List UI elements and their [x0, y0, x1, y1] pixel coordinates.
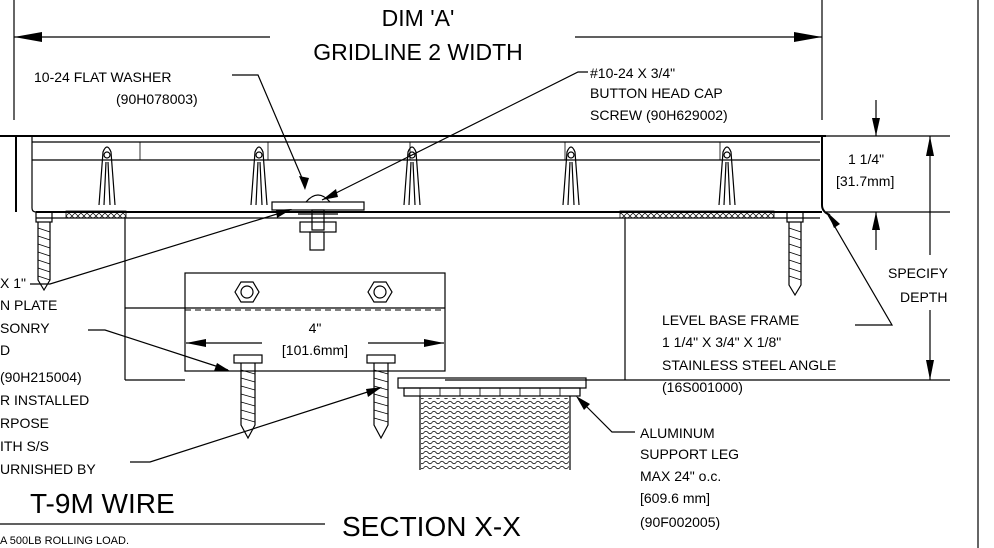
- lower-anchor-right: [366, 354, 396, 440]
- height-dimension: [826, 100, 950, 380]
- frame-label-1: LEVEL BASE FRAME: [662, 312, 799, 328]
- left-note-4: D: [0, 342, 10, 358]
- screw-label-2: BUTTON HEAD CAP: [590, 85, 723, 101]
- gridline-label: GRIDLINE 2 WIDTH: [313, 39, 523, 65]
- leg-label-4: [609.6 mm]: [640, 490, 710, 506]
- left-leaders: [30, 209, 382, 463]
- grating-bars: [98, 146, 736, 206]
- washer-label-1: 10-24 FLAT WASHER: [34, 69, 171, 85]
- dim-a-label: DIM 'A': [382, 5, 455, 31]
- width-dimension: [186, 339, 444, 347]
- left-note-7: RPOSE: [0, 415, 49, 431]
- dim-height-label: 1 1/4": [848, 151, 884, 167]
- depth-label: DEPTH: [900, 289, 947, 305]
- screw-label-3: SCREW (90H629002): [590, 107, 728, 123]
- grating-frame: [0, 135, 831, 219]
- frame-label-2: 1 1/4" X 3/4" X 1/8": [662, 334, 781, 350]
- leg-label-3: MAX 24" o.c.: [640, 468, 721, 484]
- width-dim-mm-label: [101.6mm]: [282, 342, 348, 358]
- anchor-right: [786, 211, 804, 297]
- left-note-5: (90H215004): [0, 369, 82, 385]
- base-plate: [184, 272, 446, 372]
- anchor-left: [35, 211, 53, 292]
- dim-height-mm-label: [31.7mm]: [836, 173, 894, 189]
- left-note-1: X 1": [0, 275, 26, 291]
- leg-label-1: ALUMINUM: [640, 425, 715, 441]
- frame-label-3: STAINLESS STEEL ANGLE: [662, 357, 836, 373]
- center-bolt: [298, 194, 338, 251]
- lower-anchor-left: [233, 354, 263, 440]
- specify-label: SPECIFY: [888, 265, 949, 281]
- washer-label-2: (90H078003): [116, 91, 198, 107]
- left-note-3: SONRY: [0, 320, 50, 336]
- frame-label-4: (16S001000): [662, 379, 743, 395]
- leg-leader: [576, 396, 635, 433]
- left-note-2: N PLATE: [0, 297, 57, 313]
- support-leg: [397, 377, 587, 470]
- left-note-9: URNISHED BY: [0, 461, 96, 477]
- width-dim-label: 4": [309, 320, 322, 336]
- left-note-8: ITH S/S: [0, 438, 49, 454]
- footer-note: A 500LB ROLLING LOAD.: [0, 535, 129, 547]
- leg-label-5: (90F002005): [640, 514, 720, 530]
- left-note-6: R INSTALLED: [0, 392, 89, 408]
- leg-label-2: SUPPORT LEG: [640, 446, 739, 462]
- frame-leader: [827, 213, 894, 326]
- dim-a-dimension: [13, 0, 823, 120]
- model-title: T-9M WIRE: [30, 488, 175, 519]
- section-title: SECTION X-X: [342, 511, 521, 542]
- trench-body: [124, 218, 950, 381]
- screw-label-1: #10-24 X 3/4": [590, 65, 675, 81]
